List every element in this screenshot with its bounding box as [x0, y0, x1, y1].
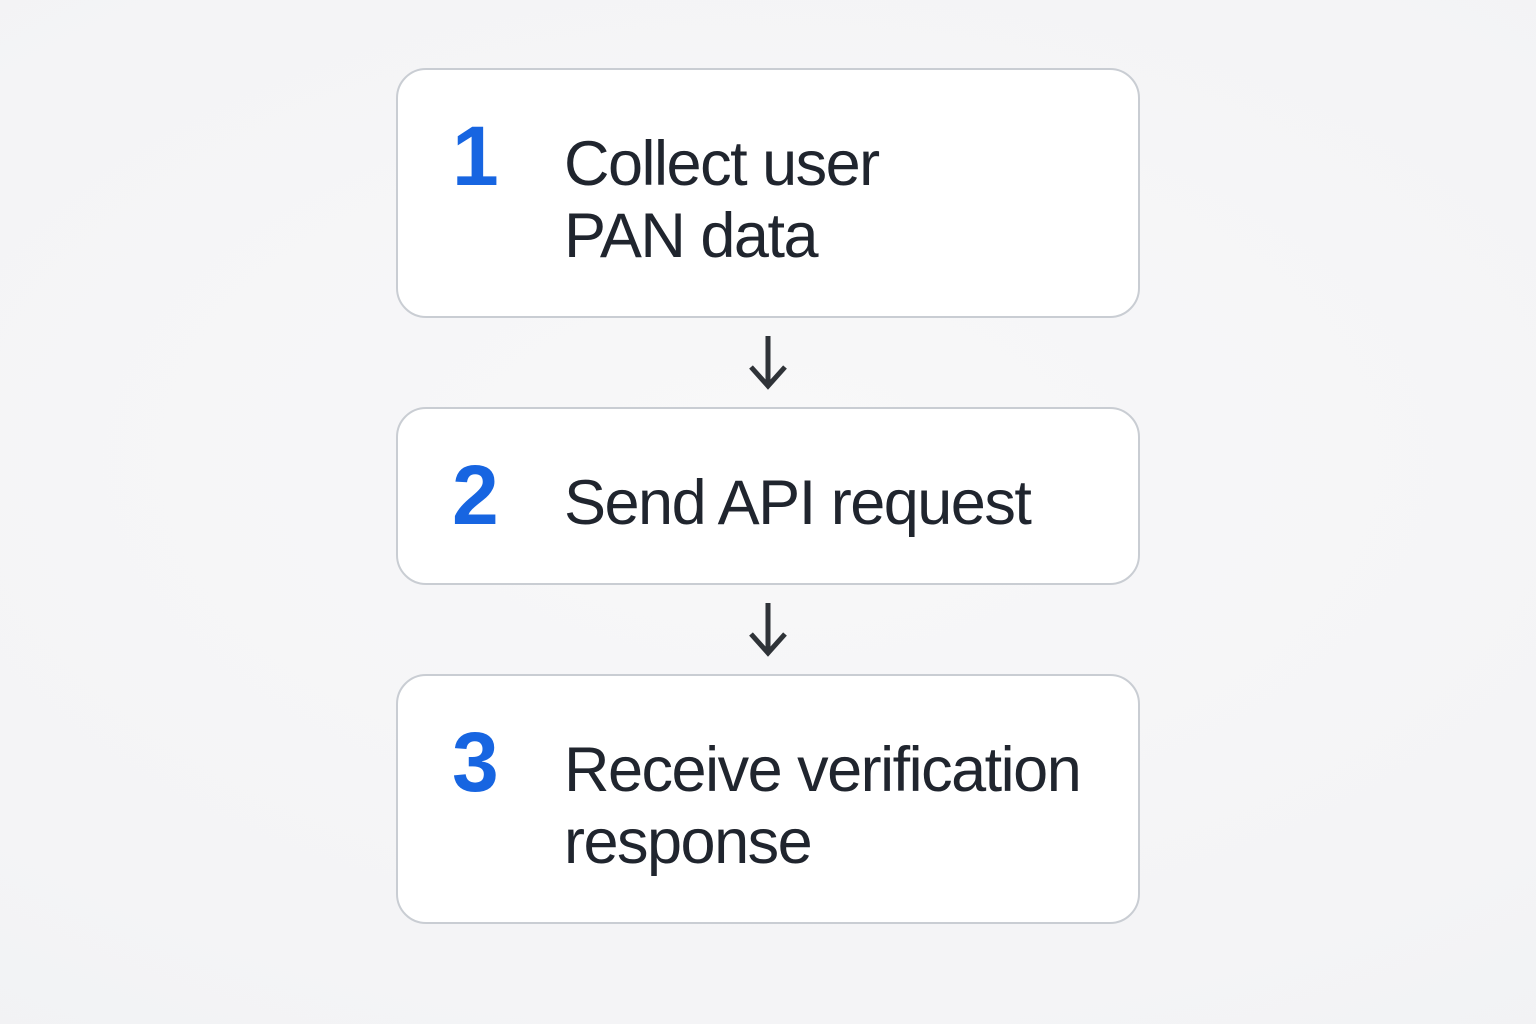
step-label-line: PAN data [564, 201, 818, 271]
step-label-line: Receive verification [564, 735, 1082, 805]
step-card-3: 3 Receive verification response [396, 674, 1140, 924]
connector-row [396, 318, 1140, 407]
step-label-line: Collect user [564, 129, 880, 199]
step-label-line: Send API request [564, 468, 1032, 538]
step-label: Send API request [564, 467, 1032, 539]
step-label-line: response [564, 807, 813, 877]
down-arrow-icon [749, 335, 787, 390]
step-label: Receive verification response [564, 734, 1082, 878]
step-card-2: 2 Send API request [396, 407, 1140, 585]
step-number: 3 [452, 715, 499, 809]
step-label: Collect user PAN data [564, 128, 880, 272]
connector-row [396, 585, 1140, 674]
step-number: 2 [452, 448, 499, 542]
flow-column: 1 Collect user PAN data 2 Send API reque… [396, 68, 1140, 924]
down-arrow-icon [749, 602, 787, 657]
step-number: 1 [452, 109, 499, 203]
step-card-1: 1 Collect user PAN data [396, 68, 1140, 318]
